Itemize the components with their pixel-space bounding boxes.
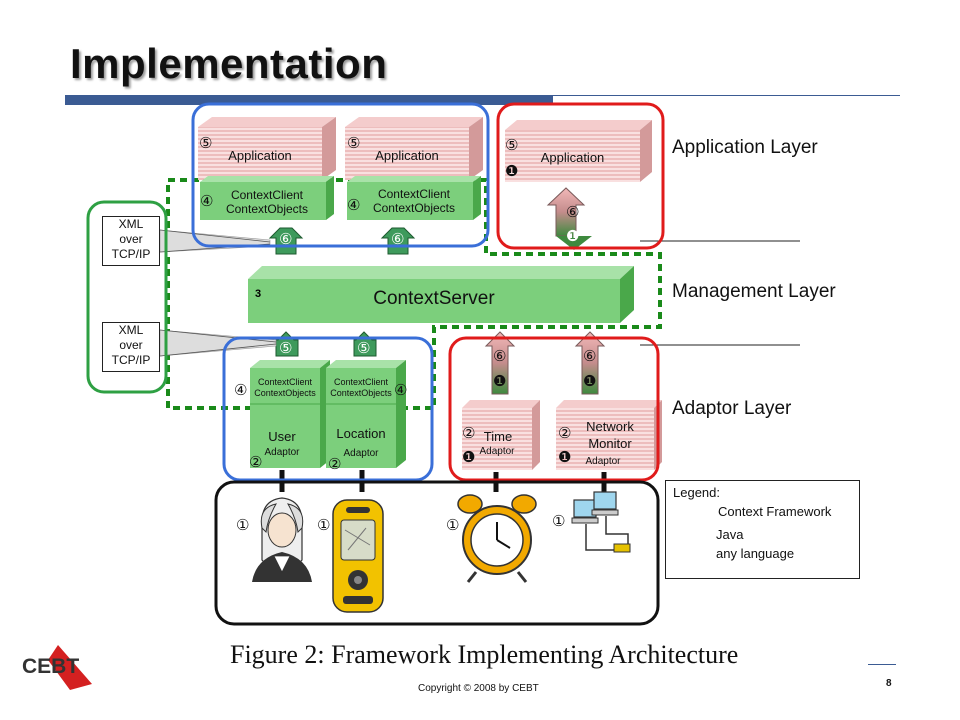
xml-connection-upper [159, 229, 271, 253]
figure-caption: Figure 2: Framework Implementing Archite… [230, 640, 739, 669]
copyright-notice: Copyright © 2008 by CEBT [418, 683, 539, 694]
page-number: 8 [886, 678, 892, 689]
legend-java: Java [716, 527, 744, 542]
number-b1-time: ❶ [462, 448, 476, 466]
number-2-network: ② [558, 424, 572, 442]
application-box-3 [505, 120, 652, 182]
xml-line-3: TCP/IP [111, 353, 151, 367]
user-adaptor-label: User [268, 429, 296, 444]
number-5-arrow-down1: ⑤ [279, 339, 293, 357]
xml-line-3: TCP/IP [111, 247, 151, 261]
contextclient-3-label: ContextClient ContextObjects [254, 377, 316, 398]
xml-line-2: over [119, 232, 143, 246]
xml-tcpip-box-lower: XML over TCP/IP [102, 322, 160, 372]
application-box-2 [345, 117, 483, 180]
number-5-arrow-down2: ⑤ [357, 339, 371, 357]
red-outline-top [496, 102, 665, 250]
title-underline-rule [553, 95, 900, 96]
devices-outline [214, 480, 660, 626]
contextserver-label: ContextServer [373, 288, 495, 309]
number-4-cc1: ④ [200, 192, 214, 210]
application-layer-label: Application Layer [672, 137, 818, 158]
adaptor-layer-label: Adaptor Layer [672, 398, 792, 419]
location-adaptor-label: Location [336, 426, 386, 441]
number-6-arrow-time: ⑥ [493, 347, 507, 365]
management-layer-label: Management Layer [672, 281, 836, 302]
number-5-app1: ⑤ [199, 134, 213, 152]
xml-line-1: XML [118, 217, 144, 231]
context-framework-boundary [166, 178, 662, 410]
xml-tcpip-box-upper: XML over TCP/IP [102, 216, 160, 266]
user-adaptor-sub: Adaptor [264, 447, 300, 458]
contextserver-number: 3 [255, 288, 262, 300]
contextclient-box-2 [347, 176, 481, 220]
number-6-arrow1: ⑥ [279, 230, 293, 248]
number-6-arrow-app3: ⑥ [566, 203, 580, 221]
cebt-logo-mark [48, 645, 92, 690]
blue-outline-bottom [222, 336, 434, 482]
user-adaptor-box [250, 360, 330, 468]
number-b1-arrow-app3: ❶ [566, 227, 580, 245]
xml-connection-lower [159, 329, 277, 357]
location-adaptor-box [326, 360, 406, 468]
network-computers-icon [571, 491, 631, 553]
arrow-time [484, 331, 516, 395]
number-1-clock-device: ① [446, 516, 460, 534]
title-underline-bar [65, 95, 553, 105]
time-adaptor-sub: Adaptor [479, 446, 515, 457]
number-4-cc4: ④ [394, 381, 408, 399]
xml-line-1: XML [118, 323, 144, 337]
application-3-label: Application [540, 150, 605, 165]
legend-box [665, 480, 860, 579]
cebt-logo: CEBT [22, 655, 80, 678]
number-4-cc2: ④ [347, 196, 361, 214]
application-1-label: Application [228, 148, 292, 163]
number-b1-arrow-time: ❶ [493, 372, 507, 390]
blue-outline-top [191, 102, 490, 248]
legend-framework: Context Framework [718, 504, 832, 519]
legend-any-language: any language [716, 546, 795, 561]
green-outline-xml [86, 200, 168, 394]
time-adaptor-box [462, 400, 540, 470]
number-b1-arrow-network: ❶ [583, 372, 597, 390]
alarm-clock-icon [457, 494, 537, 583]
red-outline-bottom [448, 336, 660, 482]
slide-title: Implementation [70, 40, 388, 87]
number-b1-network: ❶ [558, 448, 572, 466]
number-2-time: ② [462, 424, 476, 442]
number-5-app2: ⑤ [347, 134, 361, 152]
application-box-1 [198, 117, 336, 180]
washington-portrait-icon [252, 497, 312, 582]
gps-device-icon [332, 499, 384, 613]
application-2-label: Application [375, 148, 439, 163]
number-6-arrow-network: ⑥ [583, 347, 597, 365]
arrow-network [574, 331, 606, 395]
contextclient-4-label: ContextClient ContextObjects [330, 377, 392, 398]
network-adaptor-label-2: Monitor [588, 436, 632, 451]
network-adaptor-box [556, 400, 662, 470]
contextclient-1-label: ContextClient ContextObjects [225, 188, 309, 216]
contextserver-box [248, 266, 634, 323]
number-4-cc3: ④ [234, 381, 248, 399]
network-adaptor-label-1: Network [586, 419, 634, 434]
legend-title: Legend: [673, 485, 720, 500]
number-1-network-device: ① [552, 512, 566, 530]
page-number-rule [868, 664, 896, 665]
number-b1-app3: ❶ [505, 162, 519, 180]
number-6-arrow2: ⑥ [391, 230, 405, 248]
contextclient-box-1 [200, 176, 334, 220]
network-adaptor-sub: Adaptor [585, 456, 621, 467]
number-2-location: ② [328, 455, 342, 473]
location-adaptor-sub: Adaptor [343, 448, 379, 459]
number-1-gps-device: ① [317, 516, 331, 534]
number-1-user-device: ① [236, 516, 250, 534]
arrow-app3 [546, 187, 592, 250]
number-2-user: ② [249, 453, 263, 471]
number-5-app3: ⑤ [505, 136, 519, 154]
xml-line-2: over [119, 338, 143, 352]
contextclient-2-label: ContextClient ContextObjects [372, 187, 456, 215]
time-adaptor-label: Time [483, 429, 513, 444]
